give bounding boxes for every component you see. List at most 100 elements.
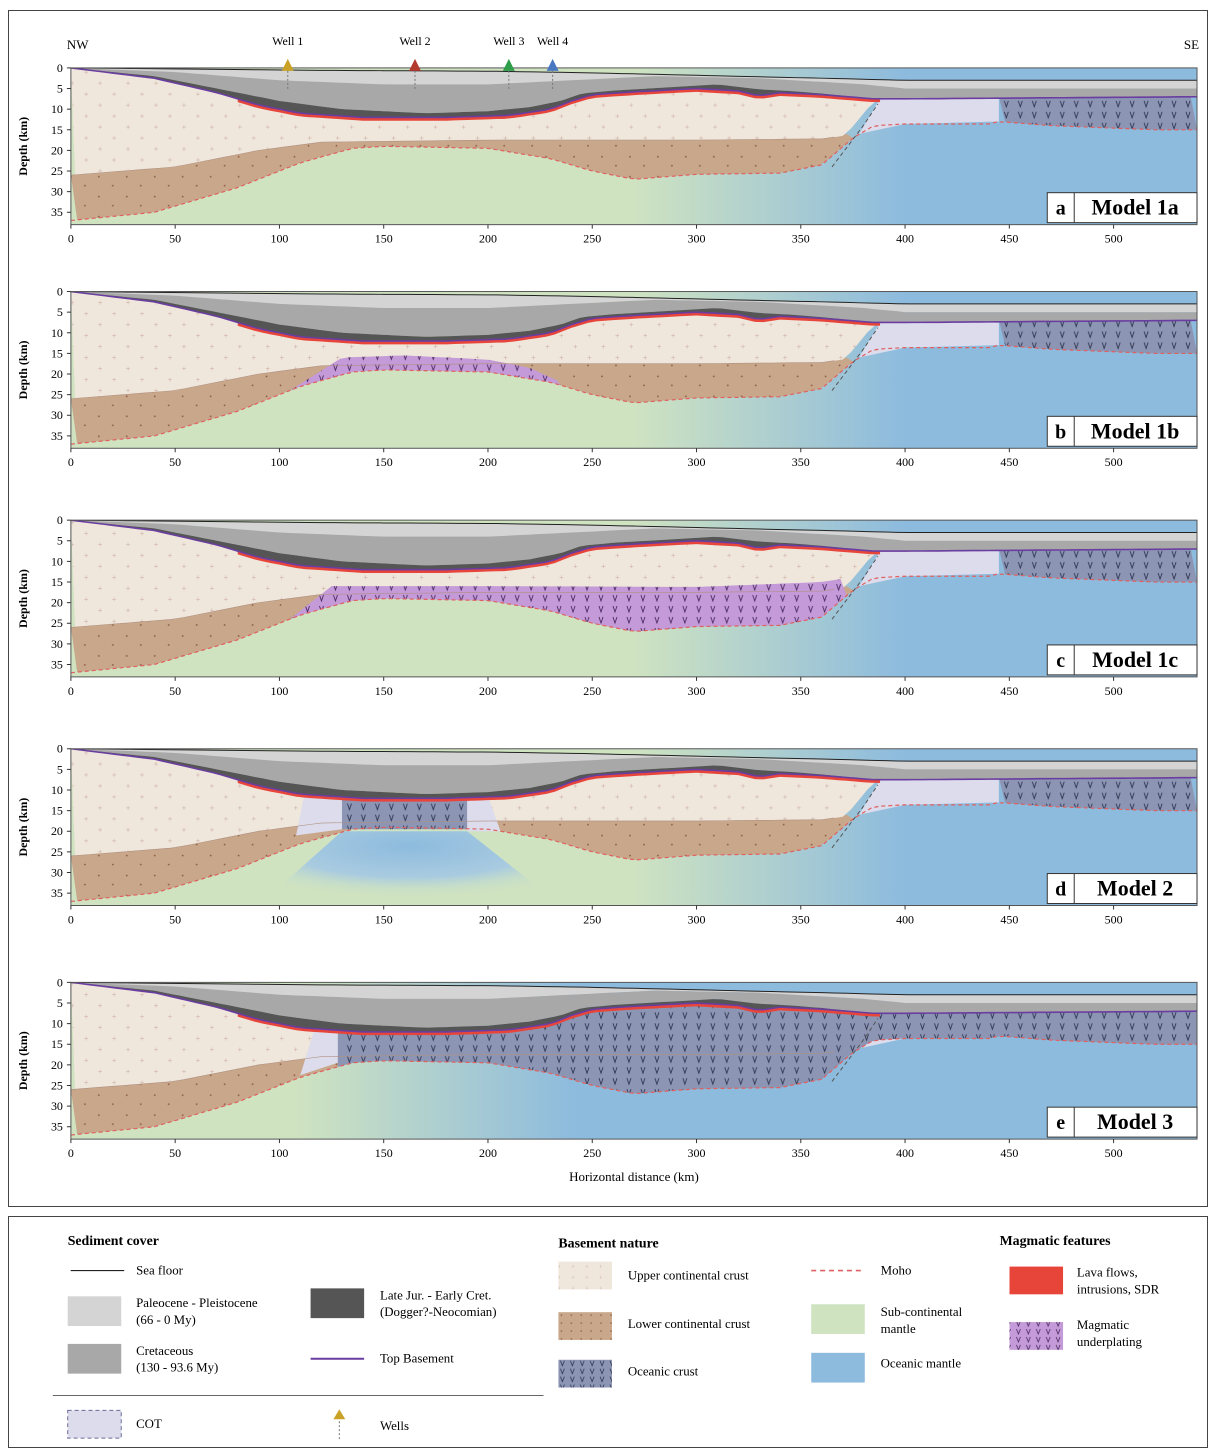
legend-lower-crust-swatch xyxy=(558,1312,612,1340)
distance-tick-label: 250 xyxy=(583,455,601,469)
legend-lava-label: Lava flows, xyxy=(1077,1265,1138,1279)
distance-tick-label: 100 xyxy=(270,455,288,469)
depth-tick-label: 10 xyxy=(51,783,63,797)
top-basement-line xyxy=(70,748,1198,800)
panel-title: Model 3 xyxy=(1097,1109,1173,1134)
distance-tick-label: 300 xyxy=(688,912,706,926)
distance-tick-label: 200 xyxy=(479,684,497,698)
depth-tick-label: 30 xyxy=(51,1099,63,1113)
distance-tick-label: 500 xyxy=(1105,684,1123,698)
upper-continental-crust xyxy=(70,67,876,175)
depth-tick-label: 25 xyxy=(51,845,63,859)
well-icon xyxy=(281,58,294,71)
legend-lower-crust-label: Lower continental crust xyxy=(628,1317,751,1331)
distance-tick-label: 250 xyxy=(583,1146,601,1160)
depth-tick-label: 20 xyxy=(51,824,63,838)
depth-tick-label: 30 xyxy=(51,185,63,199)
distance-tick-label: 0 xyxy=(68,684,74,698)
distance-tick-label: 0 xyxy=(68,1146,74,1160)
legend-oceanic-crust-swatch xyxy=(558,1359,612,1388)
depth-tick-label: 35 xyxy=(51,658,63,672)
panel-title: Model 1c xyxy=(1092,647,1178,672)
depth-tick-label: 5 xyxy=(57,534,63,548)
cot-boundary xyxy=(831,103,879,168)
well-icon xyxy=(408,58,421,71)
distance-tick-label: 450 xyxy=(1000,684,1018,698)
depth-tick-label: 10 xyxy=(51,1017,63,1031)
panel-letter: b xyxy=(1055,421,1066,443)
cot-boundary xyxy=(831,327,879,391)
distance-tick-label: 150 xyxy=(375,232,393,246)
legend-upper-crust-label: Upper continental crust xyxy=(628,1268,749,1282)
intra-crust-line xyxy=(70,1051,835,1090)
panel-letter: e xyxy=(1056,1112,1065,1134)
paleocene-pleistocene-layer xyxy=(70,520,1198,541)
well-icon xyxy=(502,58,515,71)
distance-tick-label: 150 xyxy=(375,912,393,926)
distance-tick-label: 400 xyxy=(896,912,914,926)
cretaceous-layer xyxy=(70,748,1198,794)
legend-subcont-mantle-label-2: mantle xyxy=(881,1322,916,1336)
cretaceous-layer xyxy=(70,982,1198,1028)
moho-line xyxy=(70,345,1198,445)
moho-line xyxy=(70,1035,1198,1136)
sea-floor-line xyxy=(70,982,1198,996)
distance-tick-label: 100 xyxy=(270,1146,288,1160)
depth-tick-label: 5 xyxy=(57,996,63,1010)
panel-title: Model 2 xyxy=(1097,876,1173,901)
depth-tick-label: 0 xyxy=(57,285,63,299)
panel-letter: d xyxy=(1055,879,1066,901)
intra-crust-line xyxy=(70,589,835,628)
legend-jurassic-swatch xyxy=(310,1288,365,1319)
distance-tick-label: 350 xyxy=(792,912,810,926)
legend-oceanic-mantle-swatch xyxy=(811,1352,865,1383)
legend-cretaceous-label: Cretaceous xyxy=(136,1344,193,1358)
distance-tick-label: 500 xyxy=(1105,912,1123,926)
depth-tick-label: 20 xyxy=(51,596,63,610)
panel-title-box xyxy=(1046,415,1198,447)
intra-crust-line xyxy=(70,360,835,400)
legend: + Sediment cover Sea floor Paleocene - P… xyxy=(8,1216,1208,1448)
distance-tick-label: 50 xyxy=(169,455,181,469)
moho-line xyxy=(70,121,1198,222)
legend-jurassic-label: Late Jur. - Early Cret. xyxy=(380,1288,492,1302)
cretaceous-layer xyxy=(70,520,1198,566)
depth-tick-label: 30 xyxy=(51,865,63,879)
legend-underplating-label-2: underplating xyxy=(1077,1335,1143,1349)
legend-subcont-mantle-label: Sub-continental xyxy=(881,1305,963,1319)
depth-tick-label: 25 xyxy=(51,164,63,178)
distance-tick-label: 250 xyxy=(583,232,601,246)
plot-frame xyxy=(70,67,1198,226)
oceanic-crust xyxy=(998,96,1198,130)
depth-tick-label: 20 xyxy=(51,367,63,381)
distance-tick-label: 400 xyxy=(896,1146,914,1160)
legend-paleocene-age: (66 - 0 My) xyxy=(136,1313,196,1327)
top-basement-line xyxy=(70,67,1198,119)
depth-tick-label: 30 xyxy=(51,408,63,422)
depth-tick-label: 15 xyxy=(51,346,63,360)
distance-tick-label: 350 xyxy=(792,455,810,469)
panel-title: Model 1b xyxy=(1091,418,1179,443)
depth-tick-label: 25 xyxy=(51,1078,63,1092)
cot-zone-left xyxy=(300,1027,338,1076)
depth-tick-label: 0 xyxy=(57,61,63,75)
legend-upper-crust-swatch xyxy=(558,1261,612,1290)
legend-wells-label: Wells xyxy=(380,1419,409,1433)
distance-tick-label: 300 xyxy=(688,1146,706,1160)
paleocene-pleistocene-layer xyxy=(70,67,1198,89)
panel-title-box xyxy=(1046,1106,1198,1138)
distance-tick-label: 100 xyxy=(270,684,288,698)
well-icon xyxy=(546,58,559,71)
cot-boundary xyxy=(831,1018,879,1082)
depth-axis-label: Depth (km) xyxy=(16,569,30,628)
distance-tick-label: 150 xyxy=(375,684,393,698)
oceanic-crust-central xyxy=(342,796,468,830)
lower-continental-crust xyxy=(70,133,853,220)
depth-tick-label: 15 xyxy=(51,123,63,137)
depth-tick-label: 20 xyxy=(51,143,63,157)
depth-tick-label: 30 xyxy=(51,637,63,651)
legend-cot-swatch xyxy=(67,1409,122,1439)
plot-frame xyxy=(70,981,1198,1140)
